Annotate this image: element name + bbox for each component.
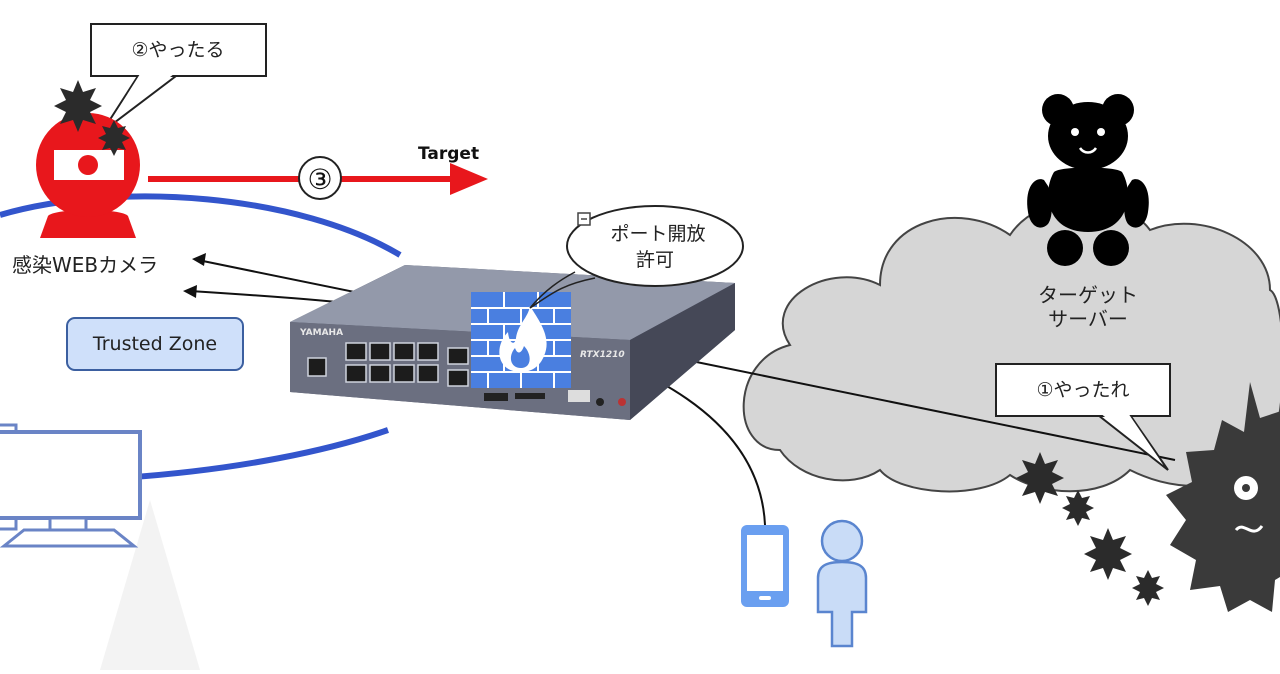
- camera-callout: ②やったる: [90, 23, 267, 133]
- virus-icon: [54, 80, 130, 156]
- camera-label: 感染WEBカメラ: [12, 253, 158, 277]
- light-beam: [100, 500, 200, 670]
- trusted-zone-boundary: [0, 193, 402, 481]
- router-model: RTX1210: [580, 350, 625, 360]
- webcam-icon: [36, 113, 140, 238]
- firewall-callout-line1: ポート開放: [610, 223, 705, 245]
- firewall-callout-line2: 許可: [636, 249, 674, 271]
- trusted-zone-label: Trusted Zone: [66, 317, 244, 371]
- virus-icon: [1016, 452, 1164, 606]
- step3-label: ③: [307, 163, 332, 196]
- target-server-label-line1: ターゲット: [1038, 283, 1138, 307]
- bear-icon: [1027, 94, 1149, 266]
- attack-arrow: ③ Target: [148, 144, 488, 200]
- camera-callout-text: ②やったる: [131, 39, 224, 61]
- user-icon: [816, 519, 868, 648]
- router-brand: YAMAHA: [299, 328, 343, 338]
- firewall-callout: ポート開放 許可: [529, 205, 744, 309]
- target-server-label-line2: サーバー: [1048, 307, 1128, 331]
- trusted-zone-text: Trusted Zone: [92, 333, 217, 355]
- smartphone-icon: [741, 525, 789, 607]
- attacker-callout: ①やったれ: [995, 363, 1171, 471]
- target-arrow-label: Target: [418, 144, 479, 164]
- virus-icon: [1166, 382, 1280, 612]
- cloud-icon: [742, 199, 1280, 493]
- pc-icon: [0, 423, 142, 548]
- firewall-icon: [471, 292, 571, 388]
- attacker-callout-text: ①やったれ: [1036, 379, 1129, 401]
